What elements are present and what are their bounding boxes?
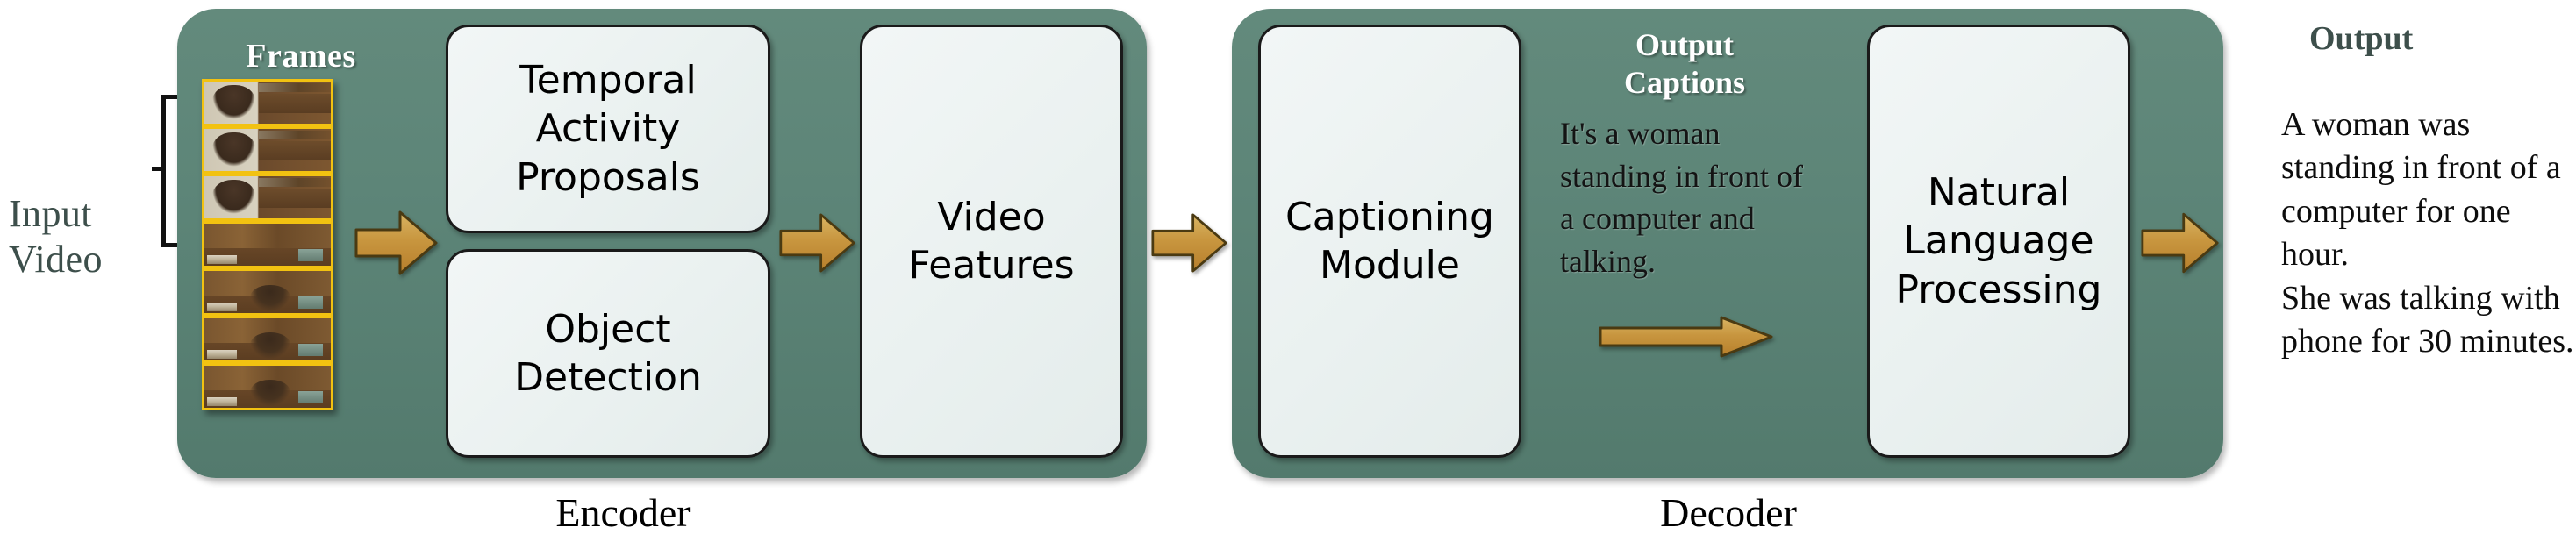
- frames-title: Frames: [246, 38, 356, 75]
- encoder-caption: Encoder: [555, 490, 691, 535]
- video-frame-thumbnail: [202, 79, 333, 126]
- video-frame-thumbnail: [202, 174, 333, 221]
- module-label: Captioning Module: [1285, 194, 1494, 288]
- module-label: Natural Language Processing: [1895, 169, 2102, 312]
- video-frame-thumbnail: [202, 363, 333, 410]
- module-object-detection[interactable]: Object Detection: [446, 249, 770, 458]
- module-natural-language-processing[interactable]: Natural Language Processing: [1867, 25, 2130, 458]
- module-temporal-activity-proposals[interactable]: Temporal Activity Proposals: [446, 25, 770, 233]
- module-captioning-module[interactable]: Captioning Module: [1258, 25, 1521, 458]
- input-bracket-icon: [161, 95, 184, 247]
- input-bracket-nub-icon: [152, 167, 164, 171]
- arrow-nlp-to-output: [2141, 212, 2219, 274]
- arrow-encoder-to-decoder: [1151, 213, 1227, 273]
- module-label: Temporal Activity Proposals: [516, 57, 700, 200]
- output-captions-text: It's a woman standing in front of a comp…: [1560, 116, 1803, 279]
- video-frames-strip: [202, 79, 333, 410]
- output-captions-title: Output Captions: [1623, 27, 1746, 101]
- output-title: Output: [2309, 20, 2414, 57]
- module-video-features[interactable]: Video Features: [860, 25, 1123, 458]
- module-label: Video Features: [908, 194, 1075, 288]
- decoder-caption: Decoder: [1660, 490, 1797, 535]
- arrow-captions-to-nlp: [1599, 316, 1773, 358]
- output-text: A woman was standing in front of a compu…: [2281, 106, 2574, 360]
- input-video-label: Input Video: [9, 192, 103, 281]
- arrow-modules-to-video-features: [779, 213, 855, 273]
- arrow-frames-to-encoder-modules: [354, 210, 438, 275]
- module-label: Object Detection: [514, 306, 702, 400]
- video-frame-thumbnail: [202, 126, 333, 174]
- video-frame-thumbnail: [202, 221, 333, 268]
- video-frame-thumbnail: [202, 316, 333, 363]
- video-frame-thumbnail: [202, 268, 333, 316]
